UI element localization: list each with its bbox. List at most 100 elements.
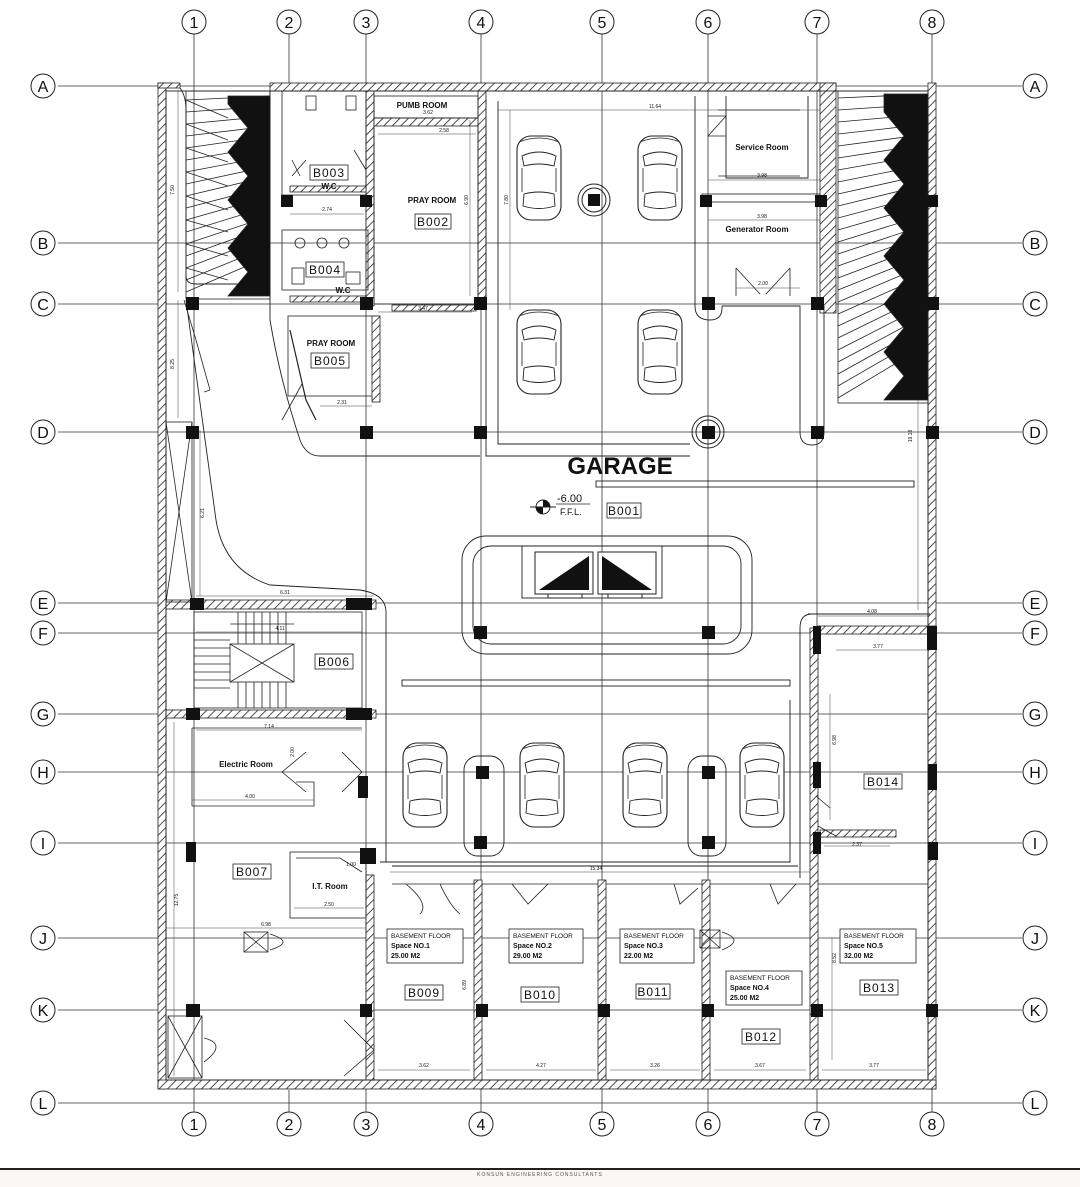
grid-row-label: G <box>37 707 49 724</box>
column[interactable] <box>186 297 199 310</box>
column[interactable] <box>588 194 600 206</box>
grid-col-label: 4 <box>477 15 486 32</box>
column[interactable] <box>474 297 487 310</box>
space-area: 32.00 M2 <box>844 953 873 960</box>
room-name-wc-2: W.C <box>335 286 350 295</box>
dimension-label: 2.00 <box>758 281 768 287</box>
drawing-footer-strip: KONSUN ENGINEERING CONSULTANTS <box>0 1168 1080 1187</box>
column[interactable] <box>281 195 293 207</box>
column[interactable] <box>926 426 939 439</box>
column[interactable] <box>598 1004 610 1017</box>
dimension-lines <box>166 90 928 1076</box>
room-name-it: I.T. Room <box>312 882 348 891</box>
column[interactable] <box>811 297 824 310</box>
dimension-label: 8.25 <box>170 359 176 369</box>
grid-column-bubbles-bottom: 1 2 3 4 5 6 7 8 <box>181 1111 945 1137</box>
room-code-b007: B007 <box>236 865 268 879</box>
room-code-b010: B010 <box>524 988 556 1002</box>
column[interactable] <box>926 195 938 207</box>
column[interactable] <box>700 195 712 207</box>
dimension-texts: 11.64 3.98 3.98 2.00 7.50 8.25 6.21 12.7… <box>170 104 914 1069</box>
column[interactable] <box>360 195 372 207</box>
dimension-label: 3.62 <box>419 1063 429 1069</box>
column[interactable] <box>702 766 715 779</box>
structural-columns[interactable] <box>186 194 939 1017</box>
room-codes: B001 B002 B003 B004 B005 B006 B007 B009 … <box>232 164 903 1045</box>
column[interactable] <box>813 832 821 854</box>
grid-row-label: I <box>1033 836 1037 853</box>
dimension-label: 2.37 <box>852 842 862 848</box>
column[interactable] <box>346 598 372 610</box>
column[interactable] <box>702 1004 714 1017</box>
dimension-label: 3.77 <box>869 1063 879 1069</box>
grid-row-label: C <box>37 297 49 314</box>
dimension-label: 6.90 <box>464 195 470 205</box>
column[interactable] <box>186 708 200 720</box>
space-floor: BASEMENT FLOOR <box>391 933 451 940</box>
room-code-b003: B003 <box>313 166 345 180</box>
grid-row-label: L <box>1031 1096 1040 1113</box>
column[interactable] <box>474 836 487 849</box>
column[interactable] <box>360 297 373 310</box>
space-label-5: BASEMENT FLOOR Space NO.5 32.00 M2 <box>839 928 917 964</box>
column[interactable] <box>926 297 939 310</box>
grid-row-label: H <box>37 765 49 782</box>
room-name-pray-1: PRAY ROOM <box>408 196 457 205</box>
grid-row-label: I <box>41 836 45 853</box>
grid-row-label: A <box>38 79 49 96</box>
dimension-label: 3.67 <box>755 1063 765 1069</box>
grid-row-label: J <box>1031 931 1039 948</box>
column[interactable] <box>813 762 821 788</box>
grid-col-label: 3 <box>362 1117 371 1134</box>
grid-col-label: 4 <box>477 1117 486 1134</box>
electric-it-rooms <box>191 727 367 953</box>
room-name-generator: Generator Room <box>725 225 788 234</box>
column[interactable] <box>702 626 715 639</box>
room-code-b009: B009 <box>408 986 440 1000</box>
column[interactable] <box>358 776 368 798</box>
room-code-b012: B012 <box>745 1030 777 1044</box>
column[interactable] <box>474 426 487 439</box>
car-icon <box>739 742 785 828</box>
grid-col-label: 5 <box>598 15 607 32</box>
room-names: PUMB ROOM Service Room Generator Room PR… <box>219 101 789 891</box>
space-area: 22.00 M2 <box>624 953 653 960</box>
column[interactable] <box>702 297 715 310</box>
column[interactable] <box>926 1004 938 1017</box>
room-name-pray-2: PRAY ROOM <box>307 339 356 348</box>
column[interactable] <box>928 842 938 860</box>
room-name-service: Service Room <box>735 143 788 152</box>
dimension-label: 2.74 <box>322 207 332 213</box>
grid-col-label: 2 <box>285 15 294 32</box>
column[interactable] <box>813 626 821 654</box>
column[interactable] <box>702 836 715 849</box>
column[interactable] <box>186 842 196 862</box>
column[interactable] <box>186 1004 200 1017</box>
space-label-3: BASEMENT FLOOR Space NO.3 22.00 M2 <box>619 928 695 964</box>
column[interactable] <box>474 626 487 639</box>
column[interactable] <box>360 426 373 439</box>
grid-row-label: E <box>38 596 49 613</box>
column[interactable] <box>476 766 489 779</box>
dimension-label: 7.50 <box>170 185 176 195</box>
column[interactable] <box>811 426 824 439</box>
column[interactable] <box>190 598 204 610</box>
column[interactable] <box>360 1004 372 1017</box>
column[interactable] <box>927 626 937 650</box>
column[interactable] <box>186 426 199 439</box>
column[interactable] <box>811 1004 823 1017</box>
column[interactable] <box>346 708 372 720</box>
column[interactable] <box>476 1004 488 1017</box>
room-code-b014: B014 <box>867 775 899 789</box>
space-name: Space NO.5 <box>844 943 883 950</box>
column[interactable] <box>815 195 827 207</box>
column[interactable] <box>360 848 376 864</box>
car-icon <box>637 309 683 395</box>
column[interactable] <box>928 764 937 790</box>
column[interactable] <box>702 426 715 439</box>
dimension-label: 6.89 <box>462 980 468 990</box>
space-name: Space NO.2 <box>513 943 552 950</box>
dimension-label: 6.21 <box>200 508 206 518</box>
dimension-label: 6.98 <box>832 735 838 745</box>
